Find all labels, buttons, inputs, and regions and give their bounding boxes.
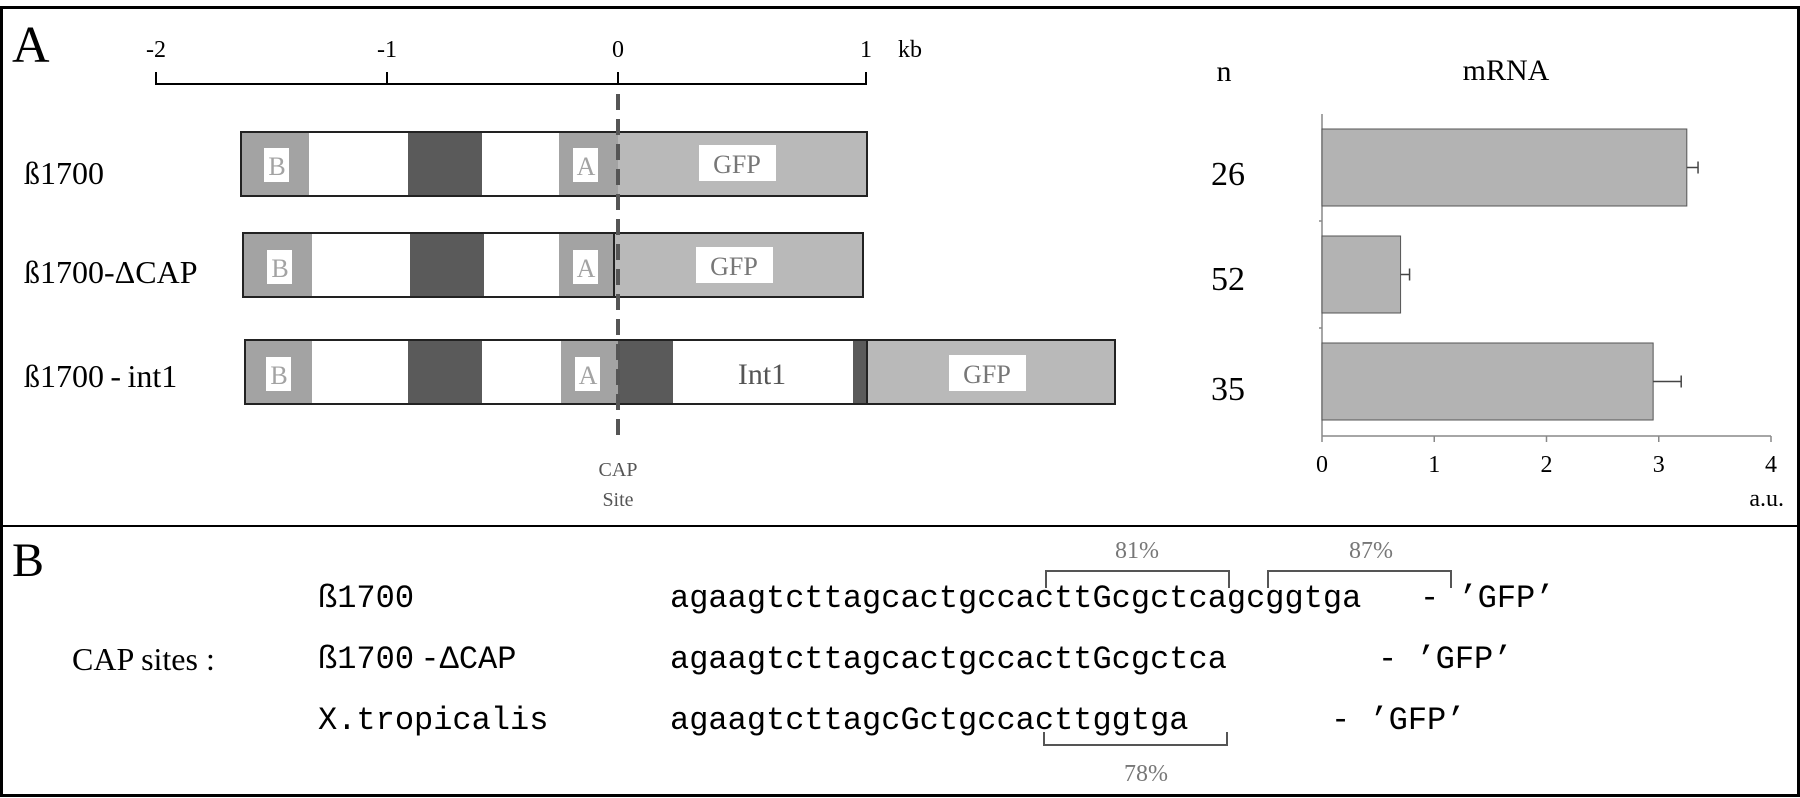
intron-region: [673, 340, 853, 404]
x-axis-tick-label: 1: [1428, 452, 1440, 478]
box-b-label-bg: [267, 250, 292, 284]
dark-element: [410, 233, 484, 297]
promoter-region: [312, 340, 408, 404]
mrna-bar: [1321, 128, 1688, 207]
scale-tick-label: -2: [146, 37, 166, 63]
identity-label: 78%: [1124, 761, 1168, 787]
gfp-suffix: - ’GFP’: [1420, 580, 1554, 617]
sequence-row-name: X.tropicalis: [318, 702, 548, 739]
scale-tick-label: 1: [860, 37, 872, 63]
scale-unit: kb: [898, 37, 922, 63]
mrna-bar: [1321, 235, 1402, 314]
promoter-region: [309, 132, 408, 196]
sequence-text: agaagtcttagcactgccacttGcgctcagcggtga: [670, 580, 1361, 617]
gfp-suffix: - ’GFP’: [1331, 702, 1465, 739]
box-b-label: B: [270, 361, 287, 390]
sequence-row-name: ß1700: [318, 580, 414, 617]
n-value: 52: [1211, 261, 1245, 298]
construct-b1700: ß1700 B A GFP: [24, 131, 868, 197]
construct-name: ß1700-ΔCAP: [24, 254, 197, 290]
gfp-label-bg: [699, 145, 776, 181]
construct-b1700-dcap: ß1700-ΔCAP B A GFP: [24, 232, 864, 298]
scale-tick-label: -1: [377, 37, 397, 63]
panel-a-label: A: [12, 17, 50, 74]
gfp-label: GFP: [713, 150, 761, 179]
identity-bracket: [1043, 732, 1228, 746]
box-b-label-bg: [266, 357, 291, 391]
promoter-region: [482, 132, 559, 196]
gfp-label: GFP: [963, 360, 1011, 389]
gfp-label-bg: [949, 355, 1026, 391]
intron-label: Int1: [738, 358, 786, 391]
box-a-label: A: [577, 254, 596, 283]
exon-region: [853, 340, 867, 404]
box-a-label: A: [579, 361, 598, 390]
box-a-label-bg: [573, 148, 598, 182]
box-b-label: B: [271, 254, 288, 283]
x-axis-tick-label: 2: [1541, 452, 1553, 478]
chart-x-axis-label: a.u.: [1749, 486, 1784, 512]
mrna-bar-chart: mRNA 0 1 2 3 4 a.u.: [1316, 54, 1784, 512]
n-header: n: [1217, 55, 1232, 88]
box-b-label: B: [268, 152, 285, 181]
construct-b1700-int1: ß1700 - int1 B A Int1 GFP: [24, 339, 1116, 405]
cap-site-label: Site: [602, 489, 633, 511]
sequence-text: agaagtcttagcactgccacttGcgctca: [670, 641, 1227, 678]
identity-label: 81%: [1115, 538, 1159, 564]
promoter-region: [312, 233, 410, 297]
box-a-label: A: [577, 152, 596, 181]
cap-site-label: CAP: [599, 459, 638, 481]
construct-outline: [240, 131, 868, 197]
sequence-text: agaagtcttagcGctgccacttggtga: [670, 702, 1188, 739]
gfp-label: GFP: [710, 252, 758, 281]
box-a-label-bg: [573, 250, 598, 284]
box-b-label-bg: [264, 148, 289, 182]
figure-frame: [0, 6, 1800, 797]
promoter-region: [484, 233, 559, 297]
cap-sites-title: CAP sites :: [72, 641, 215, 677]
x-axis-tick-label: 4: [1765, 452, 1777, 478]
n-value: 26: [1211, 156, 1245, 193]
box-a-label-bg: [575, 357, 600, 391]
identity-bracket: [1045, 570, 1230, 588]
exon-region: [618, 340, 673, 404]
n-value: 35: [1211, 371, 1245, 408]
construct-name: ß1700 - int1: [24, 358, 177, 394]
gfp-label-bg: [696, 247, 773, 283]
kb-scale: -2 -1 0 1 kb: [146, 37, 922, 85]
gfp-suffix: - ’GFP’: [1378, 641, 1512, 678]
construct-name: ß1700: [24, 155, 104, 191]
chart-title: mRNA: [1463, 54, 1550, 87]
x-axis-tick-label: 3: [1653, 452, 1665, 478]
identity-label: 87%: [1349, 538, 1393, 564]
dark-element: [408, 340, 482, 404]
identity-bracket: [1267, 570, 1452, 588]
panel-b-label: B: [12, 534, 44, 587]
mrna-bar: [1321, 342, 1654, 421]
sequence-row-name: ß1700 -ΔCAP: [318, 641, 516, 678]
scale-tick-label: 0: [612, 37, 624, 63]
x-axis-tick-label: 0: [1316, 452, 1328, 478]
dark-element: [408, 132, 482, 196]
promoter-region: [482, 340, 561, 404]
